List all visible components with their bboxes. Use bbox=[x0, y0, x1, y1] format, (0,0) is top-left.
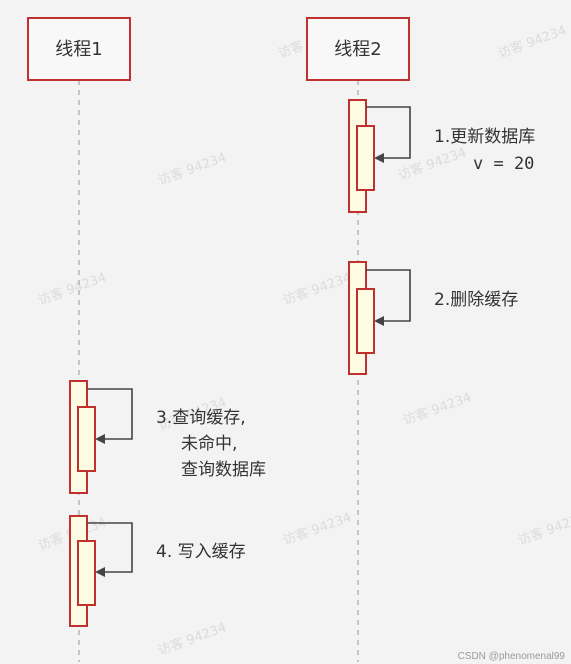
participant-thread2: 线程2 bbox=[306, 17, 410, 81]
nested-activation-bar bbox=[356, 288, 375, 354]
self-call-arrow bbox=[366, 269, 411, 326]
self-call-arrow bbox=[366, 106, 411, 163]
message-1: 1.更新数据库 v = 20 bbox=[348, 99, 535, 213]
footer-credit: CSDN @phenomenal99 bbox=[457, 651, 565, 662]
watermark-text: 访客 94234 bbox=[156, 149, 229, 188]
message-label: 4. 写入缓存 bbox=[156, 542, 246, 562]
message-label: 3.查询缓存, bbox=[156, 408, 246, 428]
watermark-text: 访客 94234 bbox=[281, 509, 354, 548]
message-4: 4. 写入缓存 bbox=[69, 515, 246, 627]
participant-thread1: 线程1 bbox=[27, 17, 131, 81]
watermark-text: 访客 94234 bbox=[396, 144, 469, 183]
watermark-text: 访客 94234 bbox=[496, 22, 569, 61]
message-2: 2.删除缓存 bbox=[348, 261, 518, 375]
watermark-text: 访客 94234 bbox=[281, 269, 354, 308]
watermarks: 访客 94234 访客 94234 访客 94234 访客 94234 访客 9… bbox=[36, 22, 571, 658]
participant-label: 线程1 bbox=[55, 39, 102, 60]
watermark-text: 访客 94234 bbox=[36, 269, 109, 308]
message-label: 查询数据库 bbox=[181, 460, 266, 480]
nested-activation-bar bbox=[356, 125, 375, 191]
watermark-text: 访客 94234 bbox=[516, 509, 571, 548]
nested-activation-bar bbox=[77, 540, 96, 606]
message-label: v = 20 bbox=[473, 154, 534, 174]
message-label: 1.更新数据库 bbox=[434, 127, 535, 147]
participant-label: 线程2 bbox=[334, 39, 381, 60]
self-call-arrow bbox=[87, 522, 133, 577]
message-3: 3.查询缓存, 未命中, 查询数据库 bbox=[69, 380, 266, 494]
message-label: 未命中, bbox=[181, 434, 237, 454]
nested-activation-bar bbox=[77, 406, 96, 472]
watermark-text: 访客 94234 bbox=[401, 389, 474, 428]
watermark-text: 访客 94234 bbox=[156, 619, 229, 658]
self-call-arrow bbox=[87, 388, 133, 444]
message-label: 2.删除缓存 bbox=[434, 290, 518, 310]
